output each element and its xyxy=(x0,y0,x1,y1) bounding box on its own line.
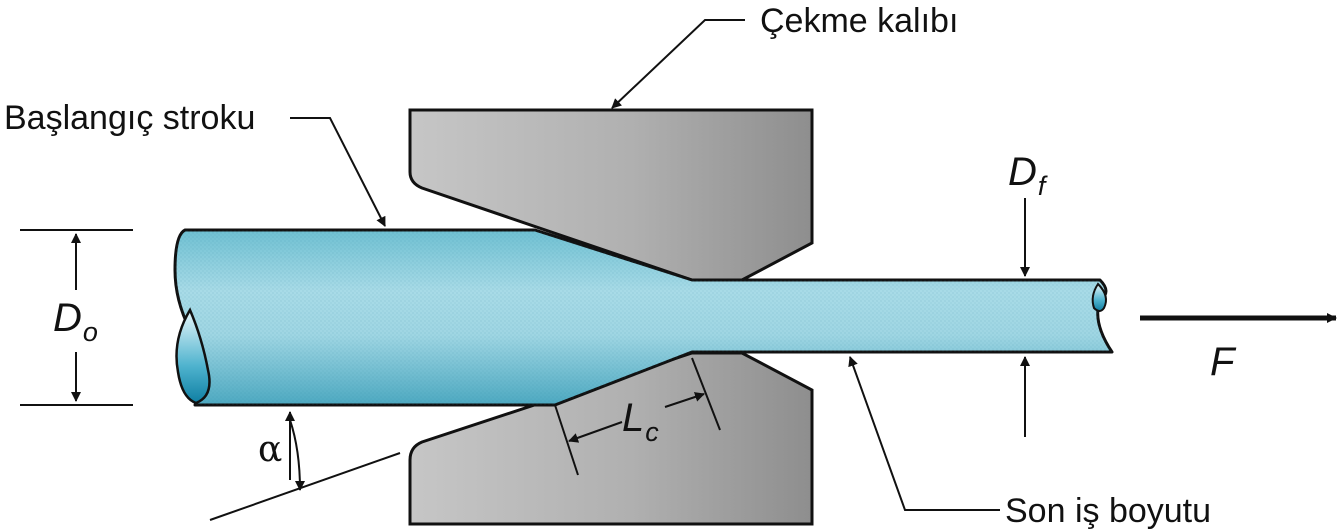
land-length-symbol: Lc xyxy=(622,396,659,447)
workpiece-stock xyxy=(173,228,1114,407)
die-angle-symbol: α xyxy=(258,429,283,470)
initial-diameter-dimension xyxy=(20,229,133,406)
initial-diameter-symbol: Do xyxy=(53,296,98,347)
final-diameter-symbol: Df xyxy=(1008,150,1046,201)
land-length-dimension xyxy=(554,357,721,476)
die-leader xyxy=(611,19,745,109)
force-symbol: F xyxy=(1210,340,1235,384)
final-size-leader xyxy=(848,356,1000,511)
die-angle-indicator xyxy=(209,411,401,521)
stock-end-cap xyxy=(175,307,211,405)
rod-end-cap xyxy=(1091,282,1107,312)
upper-die xyxy=(408,108,814,282)
lower-die xyxy=(408,351,814,526)
final-size-label: Son iş boyutu xyxy=(1005,492,1212,530)
die-label: Çekme kalıbı xyxy=(760,2,959,40)
initial-stock-label: Başlangıç stroku xyxy=(4,99,256,137)
initial-stock-leader xyxy=(290,117,386,227)
